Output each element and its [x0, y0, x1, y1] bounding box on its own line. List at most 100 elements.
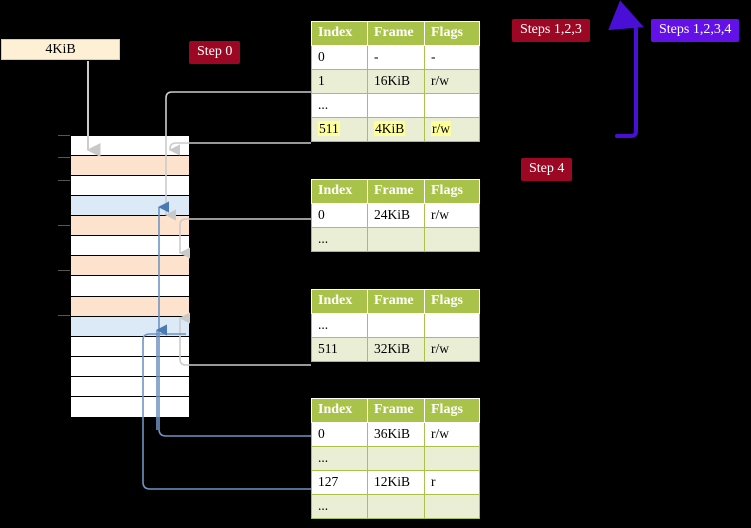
- highlighted-value: r/w: [431, 121, 451, 136]
- table-cell-frame: 16KiB: [367, 69, 425, 94]
- column-header-flags: Flags: [424, 21, 480, 46]
- memory-frame-row: [71, 156, 189, 177]
- table-cell-flags: r/w: [424, 117, 480, 142]
- memory-frame-row: [71, 136, 189, 157]
- table-cell-frame: 4KiB: [367, 117, 425, 142]
- memory-frame-row: [71, 236, 189, 257]
- column-header-flags: Flags: [424, 398, 480, 423]
- column-header-index: Index: [311, 289, 368, 314]
- memory-frame-row: [71, 336, 189, 357]
- table-cell-flags: r/w: [424, 422, 480, 447]
- table-cell-index: 511: [311, 337, 368, 362]
- column-header-frame: Frame: [367, 398, 425, 423]
- table-cell-flags: -: [424, 45, 480, 70]
- table-cell-frame: 24KiB: [367, 203, 425, 228]
- badge-steps-123: Steps 1,2,3: [512, 19, 590, 42]
- physical-memory-column: [70, 135, 190, 417]
- column-header-flags: Flags: [424, 289, 480, 314]
- table-cell-frame: [367, 494, 425, 519]
- table-cell-frame: [367, 313, 425, 338]
- table-cell-index: ...: [311, 93, 368, 118]
- memory-tick: [58, 225, 70, 226]
- badge-step-0: Step 0: [189, 41, 241, 64]
- table-cell-frame: 36KiB: [367, 422, 425, 447]
- table-cell-frame: 12KiB: [367, 470, 425, 495]
- column-header-flags: Flags: [424, 179, 480, 204]
- table-cell-flags: r/w: [424, 69, 480, 94]
- column-header-index: Index: [311, 398, 368, 423]
- table-cell-index: ...: [311, 494, 368, 519]
- column-header-frame: Frame: [367, 21, 425, 46]
- wire-pdpt-to-memory: [178, 218, 311, 259]
- table-row: ...: [311, 227, 480, 252]
- column-header-index: Index: [311, 21, 368, 46]
- table-cell-flags: r/w: [424, 203, 480, 228]
- table-row: 511 4KiB r/w: [311, 117, 480, 142]
- table-cell-index: 0: [311, 45, 368, 70]
- table-cell-frame: 32KiB: [367, 337, 425, 362]
- table-cell-flags: [424, 494, 480, 519]
- table-cell-frame: [367, 446, 425, 471]
- table-cell-flags: [424, 93, 480, 118]
- memory-frame-row: [71, 176, 189, 197]
- table-cell-flags: [424, 227, 480, 252]
- highlighted-value: 4KiB: [374, 121, 406, 136]
- table-cell-index: ...: [311, 313, 368, 338]
- table-cell-frame: -: [367, 45, 425, 70]
- wire-pml4-to-memory: [168, 142, 311, 156]
- table-cell-index: 127: [311, 470, 368, 495]
- memory-frame-row: [71, 356, 189, 377]
- highlighted-value: 511: [318, 121, 340, 136]
- memory-frame-row: [71, 276, 189, 297]
- table-row: 0--: [311, 45, 480, 70]
- table-row: ...: [311, 494, 480, 519]
- table-row: ...: [311, 446, 480, 471]
- memory-frame-row: [71, 396, 189, 417]
- memory-frame-row: [71, 256, 189, 277]
- frame-size-label: 4KiB: [45, 41, 76, 57]
- table-cell-index: ...: [311, 446, 368, 471]
- table-cell-index: ...: [311, 227, 368, 252]
- column-header-frame: Frame: [367, 179, 425, 204]
- table-cell-flags: r: [424, 470, 480, 495]
- table-cell-index: 0: [311, 203, 368, 228]
- table-cell-index: 1: [311, 69, 368, 94]
- memory-frame-row: [71, 216, 189, 237]
- memory-frame-row: [71, 296, 189, 317]
- table-cell-index: 511: [311, 117, 368, 142]
- memory-tick: [58, 157, 70, 158]
- memory-tick: [58, 180, 70, 181]
- table-cell-flags: [424, 446, 480, 471]
- wire-pd-to-memory: [178, 312, 311, 366]
- table-cell-flags: r/w: [424, 337, 480, 362]
- table-cell-index: 0: [311, 422, 368, 447]
- table-cell-frame: [367, 227, 425, 252]
- badge-steps-1234: Steps 1,2,3,4: [651, 19, 740, 42]
- memory-tick: [58, 135, 70, 136]
- column-header-frame: Frame: [367, 289, 425, 314]
- memory-frame-row: [71, 196, 189, 217]
- memory-tick: [58, 315, 70, 316]
- badge-step-4: Step 4: [521, 158, 573, 181]
- table-cell-flags: [424, 313, 480, 338]
- memory-frame-row: [71, 376, 189, 397]
- arrow-steps-1234-bracket: [608, 0, 644, 138]
- memory-frame-row: [71, 316, 189, 337]
- table-cell-frame: [367, 93, 425, 118]
- table-row: ...: [311, 313, 480, 338]
- table-row: ...: [311, 93, 480, 118]
- memory-tick: [58, 270, 70, 271]
